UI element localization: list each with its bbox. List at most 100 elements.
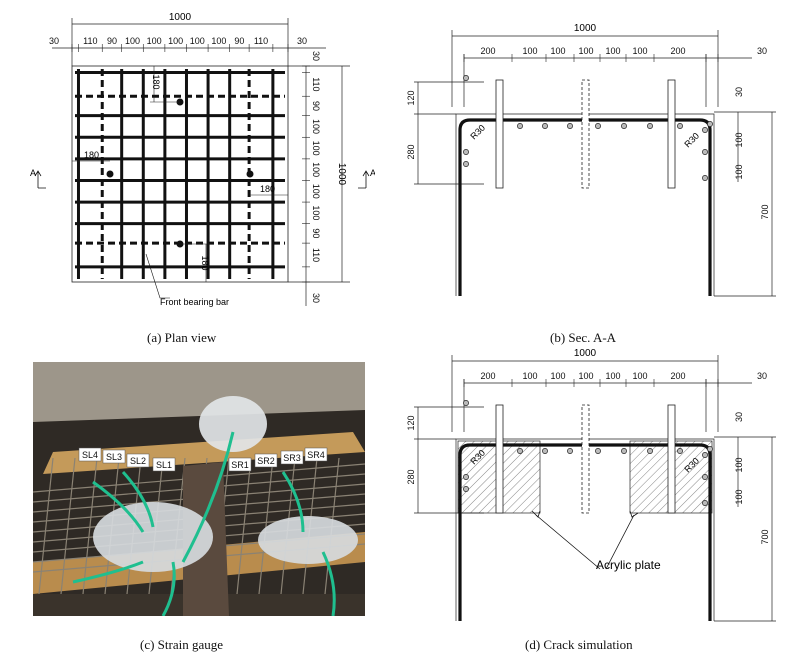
rebar-dot-top	[542, 123, 548, 129]
rebar-dot-right	[702, 127, 708, 133]
photo-rebar	[60, 457, 76, 595]
plan-right-dim-label: 90	[311, 228, 321, 238]
right-dim-label: 100	[734, 457, 744, 472]
secA-total-dim: 1000	[574, 23, 597, 34]
rebar-dot-top	[621, 448, 627, 454]
gauge-label-right: SR2	[257, 456, 275, 466]
gauge-label-left: SL3	[106, 452, 122, 462]
gauge-label-box	[152, 457, 176, 472]
rebar-dot-top	[567, 123, 573, 129]
photo-wire	[181, 431, 235, 563]
top-dim-label: 200	[480, 46, 495, 56]
rebar-dot-right	[702, 500, 708, 506]
photo-rebar	[38, 457, 54, 595]
rebar-dot-corner	[707, 446, 713, 452]
plan-right-dim-label: 110	[311, 77, 321, 91]
gauge-label-box	[304, 447, 328, 462]
anchor-dim-bottom: 180	[200, 255, 210, 270]
top-dim-label: 100	[522, 371, 537, 381]
rebar-dot-top	[621, 123, 627, 129]
rebar-dot-left	[463, 486, 469, 492]
plan-total-dim: 1000	[169, 12, 192, 23]
photo-wire	[72, 560, 144, 584]
plan-top-dim-label: 100	[147, 36, 162, 46]
anchor-dim-top: 180	[151, 74, 161, 89]
gauge-label-left: SL2	[130, 456, 146, 466]
plan-right-dim-label: 30	[311, 51, 321, 61]
top-dim-label: 100	[632, 46, 647, 56]
secA-radius-left: R30	[468, 123, 487, 142]
right-dim-label: 30	[734, 87, 744, 97]
rebar-dot-top	[677, 123, 683, 129]
plan-right-dim-label: 30	[311, 293, 321, 303]
plan-right-total-dim: 1000	[336, 163, 347, 186]
top-dim-label: 200	[480, 371, 495, 381]
section-mark-right: A	[370, 168, 375, 178]
plan-top-dim-label: 110	[83, 36, 97, 46]
photo-wire	[321, 551, 336, 616]
plan-right-dim-label: 110	[311, 248, 321, 262]
rebar-dot-left	[463, 400, 469, 406]
rebar-dot-right	[702, 149, 708, 155]
rebar-dot-top	[517, 448, 523, 454]
rebar-dot-left	[463, 75, 469, 81]
caption-strain-gauge: (c) Strain gauge	[140, 637, 224, 652]
photo-wire	[161, 561, 176, 616]
photo-rebar	[82, 457, 98, 595]
top-dim-label: 100	[605, 371, 620, 381]
anchor-right	[246, 170, 254, 178]
plan-right-dim-label: 100	[311, 119, 321, 134]
left-dim-label: 120	[406, 415, 416, 430]
top-dim-label: 100	[550, 371, 565, 381]
plan-top-dim-label: 100	[190, 36, 205, 46]
gauge-label-left: SL4	[82, 450, 98, 460]
plan-right-dim-label: 100	[311, 141, 321, 156]
plan-top-dim-label: 90	[107, 36, 117, 46]
gauge-label-left: SL1	[156, 460, 172, 470]
top-dim-label: 30	[757, 371, 767, 381]
left-dim-label: 280	[406, 144, 416, 159]
gauge-label-box	[78, 447, 102, 462]
plan-right-dim-label: 90	[311, 101, 321, 111]
plan-right-dim-label: 100	[311, 162, 321, 177]
rebar-dot-right	[702, 452, 708, 458]
gauge-label-right: SR3	[283, 453, 301, 463]
rebar-dot-right	[702, 474, 708, 480]
rebar-dot-top	[567, 448, 573, 454]
plan-top-dim-label: 100	[168, 36, 183, 46]
anchor-dim-left: 180	[84, 150, 99, 160]
rebar-dot-corner	[707, 121, 713, 127]
rebar-dot-right	[702, 175, 708, 181]
rebar-dot-top	[647, 448, 653, 454]
left-dim-label: 280	[406, 469, 416, 484]
top-dim-label: 100	[522, 46, 537, 56]
crack-total-dim: 1000	[574, 348, 597, 359]
photo-rebar	[236, 457, 252, 595]
caption-plan-view: (a) Plan view	[147, 330, 217, 345]
plan-top-dim-label: 110	[254, 36, 268, 46]
right-dim-label: 100	[734, 164, 744, 179]
top-dim-label: 100	[550, 46, 565, 56]
gauge-label-right: SR1	[231, 460, 249, 470]
gauge-label-box	[280, 450, 304, 465]
anchor-left	[106, 170, 114, 178]
plan-top-dim-label: 30	[297, 36, 307, 46]
top-dim-label: 200	[670, 371, 685, 381]
top-dim-label: 100	[578, 371, 593, 381]
right-dim-label: 100	[734, 132, 744, 147]
photo-rebar	[258, 457, 274, 595]
top-dim-label: 30	[757, 46, 767, 56]
photo-wire	[281, 471, 305, 533]
rebar-dot-left	[463, 474, 469, 480]
plan-top-dim-label: 100	[211, 36, 226, 46]
plan-right-dim-label: 100	[311, 184, 321, 199]
caption-section-aa: (b) Sec. A-A	[550, 330, 617, 345]
gauge-label-box	[102, 449, 126, 464]
plan-right-dim-label: 100	[311, 205, 321, 220]
right-dim-label: 100	[734, 489, 744, 504]
photo-wire	[92, 480, 145, 533]
photo-wire	[121, 470, 155, 528]
